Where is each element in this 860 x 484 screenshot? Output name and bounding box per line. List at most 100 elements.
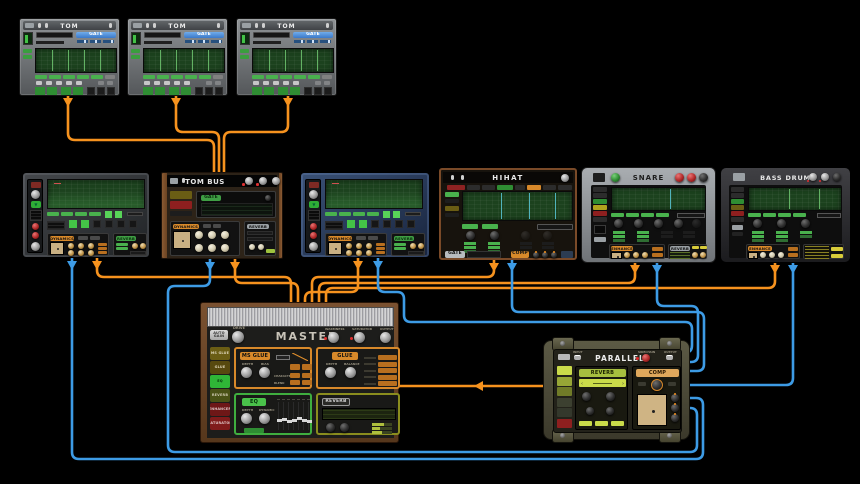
dynamics-knob[interactable] [195,244,203,252]
trigger-pill[interactable] [77,75,89,79]
band-pill[interactable] [763,213,776,217]
level-cell-off[interactable] [97,87,105,95]
xy-pad[interactable] [50,242,64,255]
band-pill[interactable] [641,213,654,217]
enhance-knob[interactable] [778,252,784,258]
micro-pill[interactable] [116,243,128,246]
level-cell[interactable] [47,87,57,95]
band-pill[interactable] [626,213,639,217]
level-cell-off[interactable] [107,87,115,95]
display-mode-button[interactable] [23,49,32,53]
trigger-pill[interactable] [199,75,211,79]
eq-slider[interactable] [307,402,312,430]
trigger-pill[interactable] [49,75,61,79]
reverb-knob[interactable] [418,243,424,249]
dynamics-knob[interactable] [356,243,362,249]
gate-section-button[interactable]: GATE [445,251,465,258]
micro-pill[interactable] [668,382,676,386]
ms-glue-header[interactable]: MS GLUE [240,352,270,360]
tab-button[interactable] [482,185,495,190]
rail-button-saturator[interactable]: SATURATOR [210,417,230,430]
xy-pad[interactable] [328,242,342,255]
hand-icon[interactable] [293,81,299,85]
enhance-knob[interactable] [760,252,766,258]
mode-pill[interactable] [731,193,744,198]
gate-button[interactable]: GATE [76,32,116,38]
band-pill[interactable] [89,212,101,216]
active-cell[interactable] [383,211,390,218]
level-cell-off[interactable] [324,87,332,95]
glue-option-button[interactable] [378,361,397,367]
automate-button[interactable] [557,418,572,428]
micro-pill[interactable] [98,247,107,250]
mode-pill[interactable] [445,206,459,211]
reverb-header[interactable]: REVERB [394,236,414,241]
eq-mode-pill[interactable] [244,428,264,433]
level-cell[interactable] [143,87,153,95]
glue-option-button[interactable] [378,355,397,360]
mode-pill[interactable] [593,187,607,192]
preset-dropdown[interactable]: ‹ › [579,379,626,387]
hand-icon[interactable] [164,81,170,85]
level-cell[interactable] [181,87,191,95]
saturate-button[interactable] [170,201,192,209]
mode-pill[interactable] [593,217,607,222]
hand-icon[interactable] [107,81,113,85]
eq-slider[interactable] [302,402,307,430]
comp-knob[interactable] [671,403,679,412]
matrix-cell-on[interactable] [359,220,367,228]
active-cell[interactable] [393,211,400,218]
reverb-knob[interactable] [258,244,264,250]
mode-pill[interactable] [731,205,744,210]
preset-button[interactable] [593,173,605,182]
saturator-knob[interactable] [354,332,365,343]
compressor-knob[interactable] [245,177,253,185]
matrix-cell-off[interactable] [407,220,415,228]
active-cell[interactable] [115,211,122,218]
mode-pill[interactable] [445,192,459,197]
micro-pill[interactable] [831,247,843,251]
saturator-knob[interactable] [259,177,267,185]
reverb-header[interactable]: REVERB [322,398,350,406]
level-cell[interactable] [73,87,83,95]
source-button[interactable] [557,366,572,375]
option-pill[interactable] [213,75,223,79]
band-pill[interactable] [339,212,351,216]
rescan-button[interactable] [817,213,841,218]
band-pill[interactable] [47,212,59,216]
trigger-pill[interactable] [171,75,183,79]
mode-pill[interactable] [731,211,744,216]
hand-icon[interactable] [56,81,62,85]
tab-button[interactable] [447,185,465,190]
preset-button[interactable] [133,23,142,28]
level-knob[interactable] [634,219,643,228]
tab-button[interactable] [527,185,541,190]
micro-pill[interactable] [638,382,646,386]
level-knob[interactable] [801,219,810,228]
level-cell[interactable] [169,87,179,95]
mode-pill[interactable] [445,213,459,217]
micro-pill[interactable] [831,254,843,258]
gate-slider[interactable] [185,40,196,43]
gate-slider[interactable] [211,40,222,43]
band-pill[interactable] [778,213,791,217]
micro-pill[interactable] [579,421,592,426]
gate-button[interactable]: GATE [184,32,224,38]
mode-pill[interactable] [731,217,744,222]
eq-slider-handle[interactable] [282,418,287,421]
option-pill[interactable] [322,75,332,79]
enhance-header[interactable]: ENHANCE [748,246,772,251]
hand-icon[interactable] [283,81,289,85]
trigger-pill[interactable] [294,75,306,79]
enhance-header[interactable]: ENHANCE [611,246,633,251]
option-pill[interactable] [127,212,143,216]
dynamics-knob[interactable] [366,250,372,256]
tone-knob[interactable] [606,407,614,415]
micro-pill[interactable] [700,246,707,249]
trigger-pill[interactable] [252,75,264,79]
warmness-knob[interactable] [328,332,339,343]
gate-slider[interactable] [90,40,101,43]
level-knob[interactable] [521,231,530,240]
display-mode-button[interactable] [131,49,140,53]
micro-pill[interactable] [788,247,798,251]
